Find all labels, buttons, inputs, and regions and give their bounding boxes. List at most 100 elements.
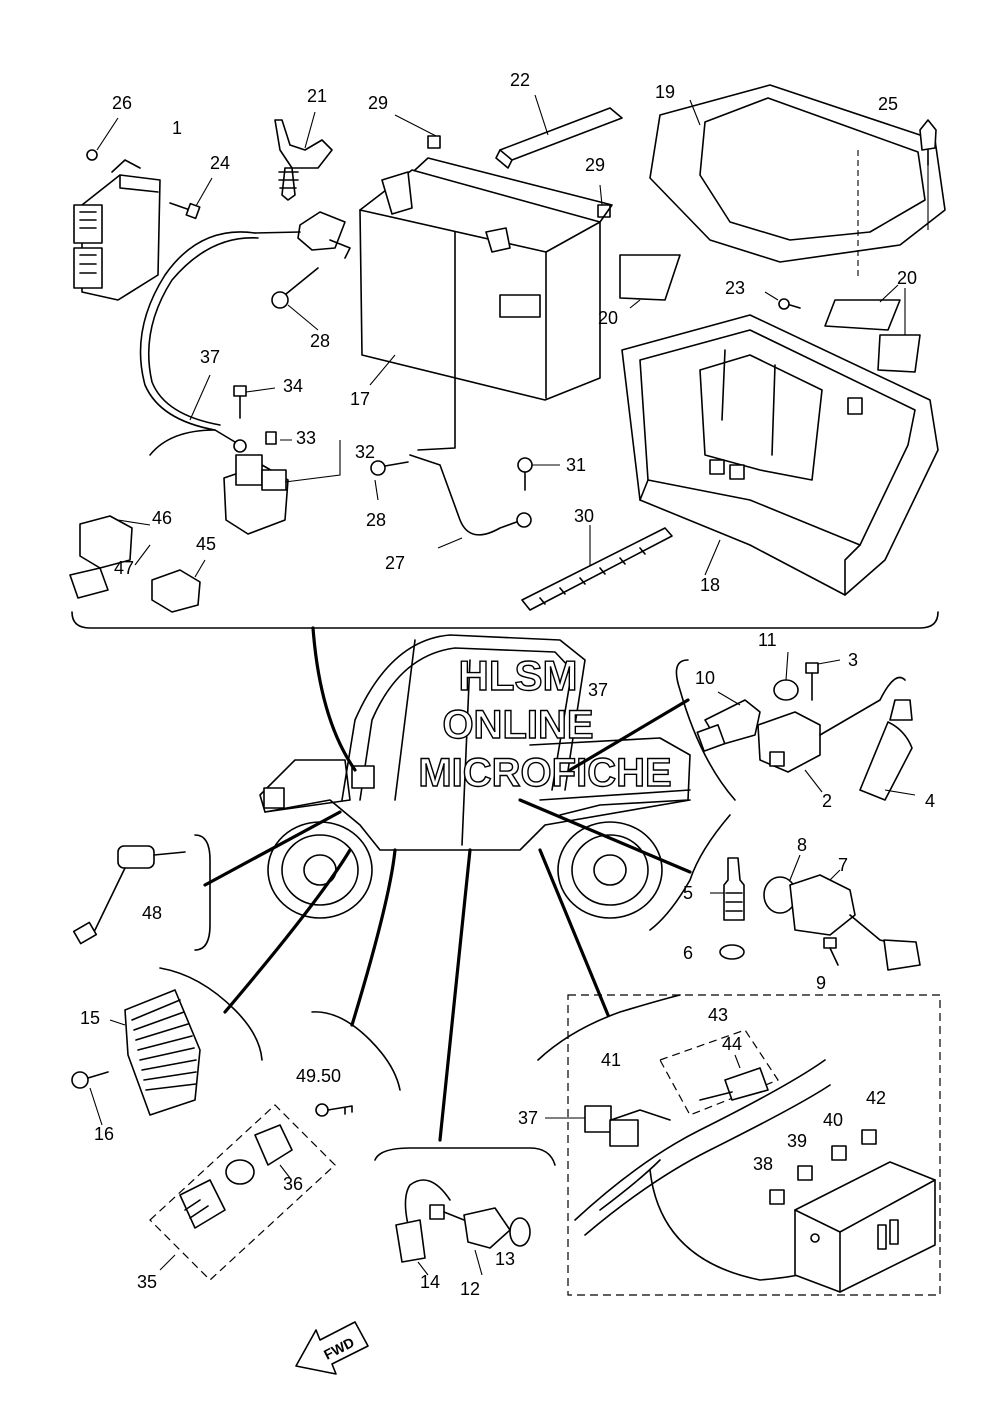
callout-27: 27 [385,553,405,573]
callout-10: 10 [695,668,715,688]
vehicle-illustration: HLSM ONLINE MICROFICHE [203,626,692,1142]
callout-4950: 49.50 [296,1066,341,1086]
callout-25: 25 [878,94,898,114]
cable-tie-30 [521,525,673,611]
callout-46: 46 [152,508,172,528]
callout-2: 2 [822,791,832,811]
pad-20-right-a [824,299,901,331]
callout-20a: 20 [598,308,618,328]
bolt-28-upper [271,267,319,331]
callout-33: 33 [296,428,316,448]
bracket-5-9 [649,814,731,931]
bolt-9 [823,937,839,966]
bracket-10-2 [675,659,736,801]
callout-16: 16 [94,1124,114,1144]
callout-22: 22 [510,70,530,90]
callout-8: 8 [797,835,807,855]
lid-19 [649,84,946,263]
rear-wheel [557,821,663,919]
callout-48: 48 [142,903,162,923]
leader-down-1 [223,848,352,1014]
leader-down-3 [438,848,472,1142]
watermark: HLSM ONLINE MICROFICHE [418,651,673,795]
pad-20-right-b [877,334,921,373]
bolt-24 [169,177,213,220]
sensor-10 [696,691,761,752]
oring-13 [509,1217,531,1247]
callout-38: 38 [753,1154,773,1174]
fastener-25 [919,119,937,230]
front-wheel [267,821,373,919]
callout-12: 12 [460,1279,480,1299]
callout-28a: 28 [310,331,330,351]
callout-14: 14 [420,1272,440,1292]
callout-13: 13 [495,1249,515,1269]
relay-32 [223,431,341,535]
bolt-31 [517,457,560,491]
plug-cap-4 [859,699,916,801]
sensor-12 [429,1204,511,1276]
callout-37a: 37 [200,347,220,367]
bracket-37c [537,994,681,1061]
nut-26 [86,149,98,161]
battery-17 [359,157,613,401]
connector-44 [699,1054,769,1101]
watermark-line3: MICROFICHE [418,751,671,795]
callout-9: 9 [816,973,826,993]
callout-44: 44 [722,1034,742,1054]
relay-46 [69,515,151,599]
top-section [69,84,946,629]
callout-39: 39 [787,1131,807,1151]
callout-19: 19 [655,82,675,102]
fwd-arrow: FWD [295,1321,369,1375]
callout-41: 41 [601,1050,621,1070]
callout-4: 4 [925,791,935,811]
pad-20-left [619,254,681,301]
callout-32: 32 [355,442,375,462]
gasket-11 [773,679,799,701]
callout-47: 47 [114,558,134,578]
callout-21: 21 [307,86,327,106]
bolt-34 [233,385,276,453]
fuse-38 [769,1189,785,1205]
callout-3: 3 [848,650,858,670]
sensor-48 [72,845,186,945]
fuse-42 [861,1129,877,1145]
callout-23: 23 [725,278,745,298]
fuse-40 [831,1145,847,1161]
leader-down-2 [350,848,397,1027]
leader-left [203,810,342,887]
callout-5: 5 [683,883,693,903]
watermark-line2: ONLINE [442,703,593,747]
callout-24: 24 [210,153,230,173]
callout-29b: 29 [585,155,605,175]
callout-35: 35 [137,1272,157,1292]
key-4950 [315,1103,353,1117]
harness-37c [574,1059,831,1281]
callout-18: 18 [700,575,720,595]
callout-31: 31 [566,455,586,475]
relay-45 [151,569,201,613]
cable-27 [409,454,523,536]
switch-35 [159,1179,226,1271]
callout-26: 26 [112,93,132,113]
bracket-48 [194,834,211,951]
callout-42: 42 [866,1088,886,1108]
callout-37b: 37 [588,680,608,700]
bracket-4950 [311,1011,401,1091]
watermark-line1: HLSM [459,652,578,699]
callout-15: 15 [80,1008,100,1028]
bracket-15 [159,967,263,1061]
leader-down-4 [538,848,610,1017]
regulator-15 [109,989,201,1116]
callout-45: 45 [196,534,216,554]
clamp-29a [427,135,441,149]
wire-harness-37 [139,231,256,446]
callout-17: 17 [350,389,370,409]
callout-20b: 20 [897,268,917,288]
callout-29a: 29 [368,93,388,113]
callout-34: 34 [283,376,303,396]
callout-labels: 1 26 24 21 29 22 19 25 29 28 20 23 20 37… [80,70,935,1299]
leader-right-mid [518,798,692,874]
